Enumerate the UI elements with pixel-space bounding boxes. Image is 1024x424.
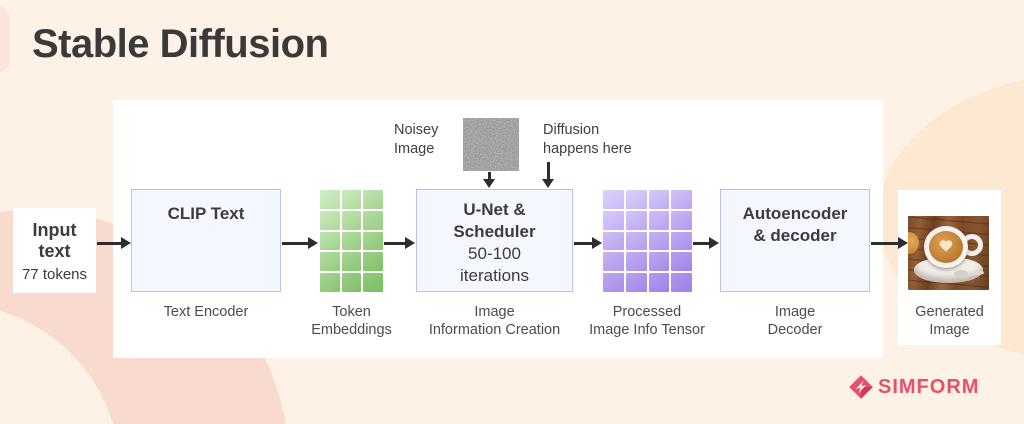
noisy-annotation-line1: Noisey — [394, 122, 439, 138]
tensor-caption-line2: Image Info Tensor — [589, 322, 705, 338]
arrow-tensor-to-autoencoder — [693, 235, 719, 251]
grid-cell — [320, 252, 340, 272]
tensor-caption-line1: Processed — [612, 304, 682, 320]
grid-cell — [341, 210, 362, 230]
clip-box-title: CLIP Text — [167, 204, 245, 223]
grid-cell — [648, 252, 670, 272]
grid-cell — [341, 190, 362, 209]
coffee-cup — [924, 226, 968, 268]
grid-cell — [603, 210, 624, 230]
arrow-autoencoder-to-image — [871, 235, 908, 251]
unet-caption-line1: Image — [474, 304, 515, 320]
grid-cell — [648, 273, 670, 292]
grid-cell — [625, 252, 647, 272]
autoencoder-caption: Image Decoder — [720, 303, 870, 339]
input-label-line1: Input — [32, 220, 77, 240]
autoencoder-caption-line1: Image — [774, 304, 816, 320]
grid-cell — [341, 273, 362, 292]
grid-cell — [603, 190, 624, 209]
noisy-image-annotation: Noisey Image — [394, 121, 438, 159]
unet-box-title-line2: Scheduler — [453, 222, 536, 241]
clip-text-box: CLIP Text — [131, 189, 281, 292]
grid-cell — [671, 252, 692, 272]
token-embeddings-grid — [320, 190, 383, 292]
generated-coffee-image — [908, 216, 989, 290]
unet-caption: Image Information Creation — [400, 303, 589, 339]
grid-cell — [341, 231, 362, 251]
grid-cell — [603, 273, 624, 292]
input-text-card: Input text 77 tokens — [13, 208, 96, 293]
arrow-unet-to-tensor — [574, 235, 602, 251]
grid-cell — [648, 210, 670, 230]
noisy-annotation-line2: Image — [394, 141, 435, 157]
grid-cell — [671, 231, 692, 251]
unet-box-subtitle-line1: 50-100 — [468, 244, 521, 263]
token-caption-line1: Token — [332, 304, 371, 320]
arrow-noise-to-unet — [482, 172, 496, 188]
autoencoder-caption-line2: Decoder — [767, 322, 823, 338]
grid-cell — [603, 252, 624, 272]
token-caption: Token Embeddings — [300, 303, 403, 339]
grid-cell — [648, 190, 670, 209]
output-caption: Generated Image — [898, 303, 1001, 339]
arrow-clip-to-token — [282, 235, 318, 251]
grid-cell — [625, 190, 647, 209]
clip-caption: Text Encoder — [131, 303, 281, 321]
latte-heart-art — [940, 240, 952, 251]
output-caption-line2: Image — [929, 322, 970, 338]
grid-cell — [671, 273, 692, 292]
unet-scheduler-box: U-Net & Scheduler 50-100 iterations — [416, 189, 573, 292]
grid-cell — [320, 190, 340, 209]
image-tensor-grid — [603, 190, 692, 292]
page-title: Stable Diffusion — [32, 22, 329, 66]
input-tokens-label: 77 tokens — [21, 266, 88, 283]
unet-box-subtitle-line2: iterations — [460, 266, 529, 285]
diffusion-annotation: Diffusion happens here — [543, 121, 632, 159]
arrow-token-to-unet — [384, 235, 415, 251]
noise-image — [463, 118, 519, 171]
grid-cell — [625, 210, 647, 230]
diffusion-annotation-line1: Diffusion — [543, 122, 600, 138]
latte-foam — [928, 230, 964, 264]
grid-cell — [363, 273, 383, 292]
autoencoder-box-title-line2: & decoder — [753, 226, 837, 245]
grid-cell — [648, 231, 670, 251]
autoencoder-box: Autoencoder & decoder — [720, 189, 870, 292]
unet-caption-line2: Information Creation — [428, 322, 561, 338]
grid-cell — [320, 273, 340, 292]
grid-cell — [363, 190, 383, 209]
grid-cell — [671, 210, 692, 230]
grid-cell — [320, 231, 340, 251]
arrow-input-to-clip — [97, 235, 131, 251]
grid-cell — [671, 190, 692, 209]
input-label-line2: text — [38, 241, 71, 261]
grid-cell — [363, 231, 383, 251]
simform-logo: SIMFORM — [848, 374, 979, 400]
autoencoder-box-title-line1: Autoencoder — [742, 204, 848, 223]
grid-cell — [603, 231, 624, 251]
diffusion-annotation-line2: happens here — [543, 141, 632, 157]
arrow-diffusion-to-unet — [541, 162, 555, 188]
simform-logo-icon — [849, 375, 873, 399]
unet-box-title-line1: U-Net & — [463, 200, 526, 219]
clip-caption-line1: Text Encoder — [163, 304, 249, 320]
token-caption-line2: Embeddings — [311, 322, 392, 338]
grid-cell — [625, 231, 647, 251]
output-caption-line1: Generated — [915, 304, 984, 320]
decorative-edge-strip — [0, 6, 10, 72]
grid-cell — [363, 252, 383, 272]
grid-cell — [363, 210, 383, 230]
tensor-caption: Processed Image Info Tensor — [572, 303, 722, 339]
grid-cell — [625, 273, 647, 292]
grid-cell — [320, 210, 340, 230]
spoon-bowl — [954, 270, 969, 279]
grid-cell — [341, 252, 362, 272]
partial-cup — [908, 232, 919, 254]
simform-logo-text: SIMFORM — [878, 375, 980, 398]
